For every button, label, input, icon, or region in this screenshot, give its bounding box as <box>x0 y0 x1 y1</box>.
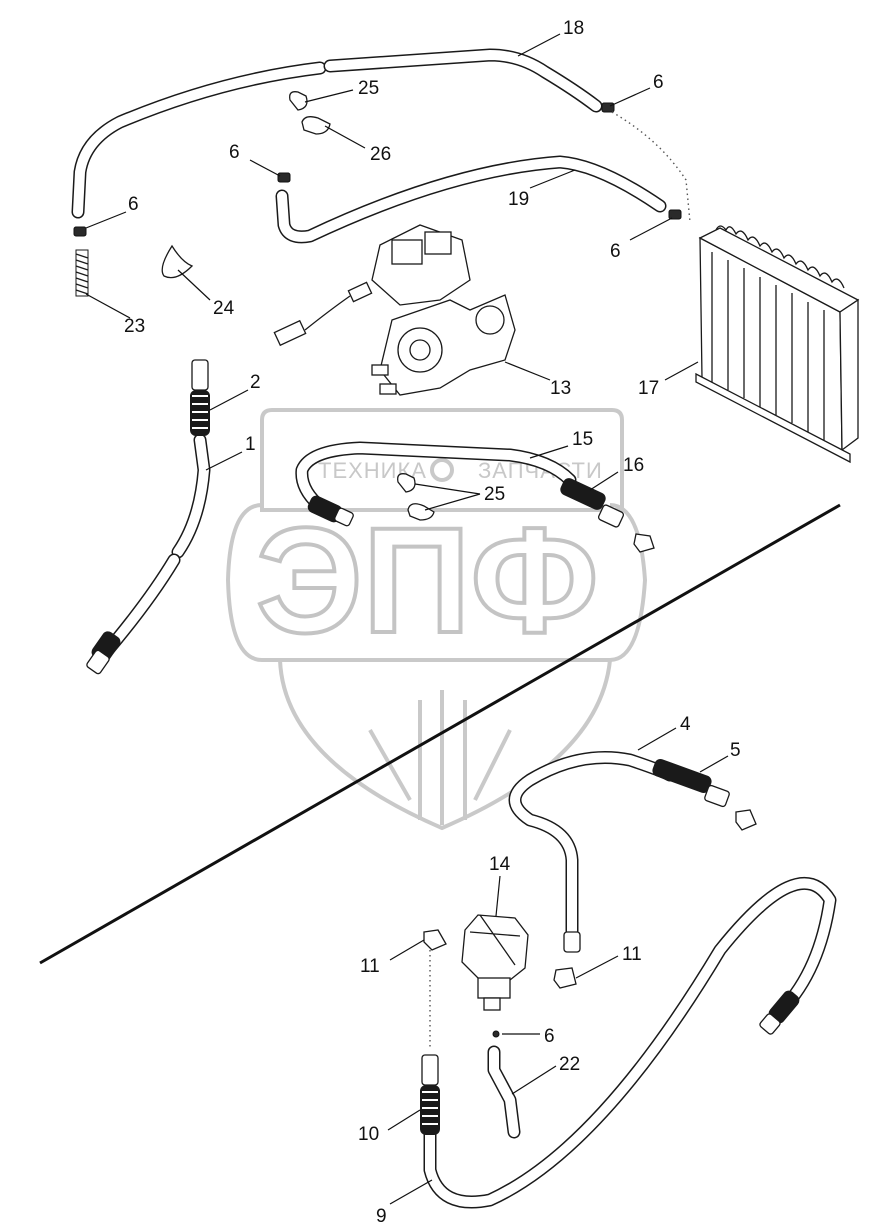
callout-25-top: 25 <box>358 78 379 99</box>
callout-25-mid: 25 <box>484 484 505 505</box>
watermark: ТЕХНИКА ЗАПЧАСТИ ЭПФ <box>225 408 648 831</box>
fitting-5 <box>735 809 757 831</box>
hose-15 <box>295 441 625 528</box>
tube-22 <box>487 1045 521 1139</box>
callout-24: 24 <box>213 298 235 319</box>
callout-6-bottom: 6 <box>544 1026 555 1047</box>
section-divider <box>39 503 841 965</box>
hose-19 <box>275 155 667 244</box>
cooler-17 <box>695 225 860 464</box>
watermark-logo-text: ЭПФ <box>256 496 599 664</box>
leader-lines <box>85 33 729 1205</box>
callout-4: 4 <box>680 714 691 735</box>
callout-18: 18 <box>563 18 584 39</box>
hose-end-10 <box>420 1054 440 1135</box>
callout-1: 1 <box>245 434 256 455</box>
callout-2: 2 <box>250 372 261 393</box>
clip-25-top <box>289 91 308 111</box>
clips-25-mid <box>397 473 435 521</box>
callout-26: 26 <box>370 144 391 165</box>
callout-6-top-right: 6 <box>653 72 664 93</box>
hose-1 <box>101 433 211 657</box>
callout-22: 22 <box>559 1054 580 1075</box>
hose-9 <box>423 876 837 1209</box>
fitting-16 <box>633 533 655 553</box>
pump-13 <box>273 224 516 396</box>
tie-24 <box>161 244 194 279</box>
callout-5: 5 <box>730 740 741 761</box>
callout-16: 16 <box>623 455 644 476</box>
clamp-6-right <box>668 209 682 220</box>
callout-13: 13 <box>550 378 571 399</box>
callout-10: 10 <box>358 1124 379 1145</box>
hose-18 <box>71 48 603 219</box>
callout-15: 15 <box>572 429 593 450</box>
gear-icon <box>430 458 454 482</box>
clamp-6-mid <box>277 172 291 183</box>
callout-6-mid: 6 <box>229 142 240 163</box>
callout-14: 14 <box>489 854 511 875</box>
hose-4 <box>508 751 730 953</box>
fitting-11-left <box>423 929 447 951</box>
hose-end-2 <box>190 359 210 436</box>
callout-9: 9 <box>376 1206 387 1227</box>
callout-23: 23 <box>124 316 145 337</box>
spring-23 <box>75 249 89 297</box>
hose-end-1-bottom <box>86 631 121 675</box>
callout-labels: 18 6 25 26 6 19 6 6 23 24 13 17 2 1 15 1… <box>124 18 741 1227</box>
clip-26 <box>301 116 331 135</box>
callout-6-right: 6 <box>610 241 621 262</box>
callout-11-left: 11 <box>360 956 380 977</box>
callout-17: 17 <box>638 378 659 399</box>
clamp-6-left <box>73 226 87 237</box>
wheat-icon <box>368 690 512 825</box>
callout-19: 19 <box>508 189 529 210</box>
fitting-11-right <box>553 967 577 989</box>
callout-6-left: 6 <box>128 194 139 215</box>
callout-11-right: 11 <box>622 944 642 965</box>
clamp-6-top-right <box>601 102 615 113</box>
valve-14 <box>461 914 529 1038</box>
